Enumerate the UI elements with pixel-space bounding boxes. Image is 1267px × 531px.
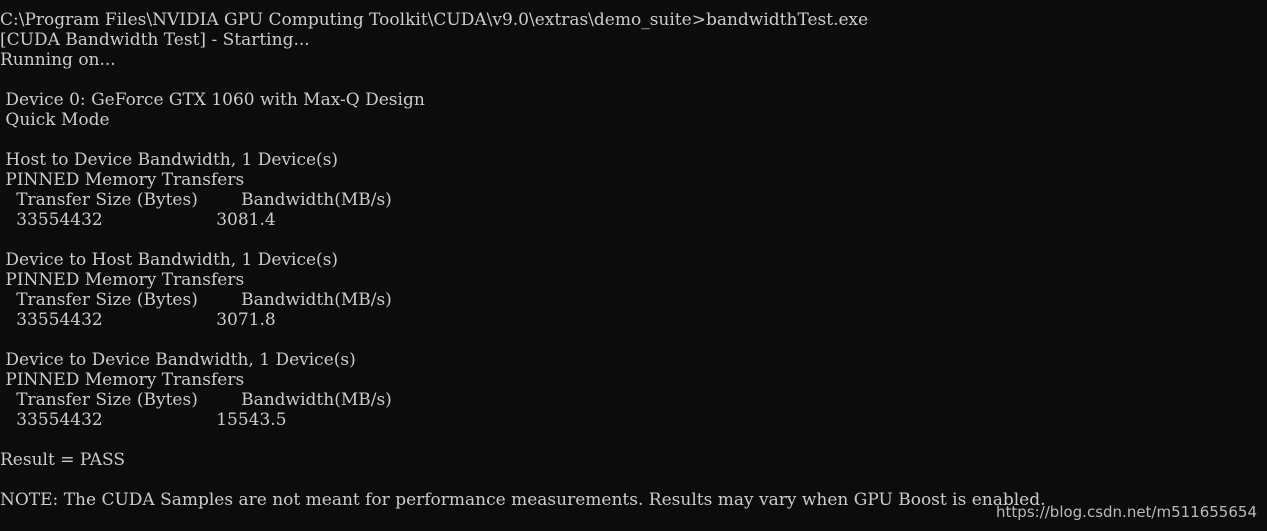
output-line-running-on: Running on... [0,50,116,70]
blank-line [0,130,1267,150]
table-header: Transfer Size (Bytes) Bandwidth(MB/s) [0,390,392,410]
console-output: C:\Program Files\NVIDIA GPU Computing To… [0,10,1267,510]
table-row: 33554432 3081.4 [0,210,276,230]
table-row: 33554432 3071.8 [0,310,276,330]
result-line: Result = PASS [0,450,126,470]
section-title-device-to-device: Device to Device Bandwidth, 1 Device(s) [0,350,356,370]
output-line-mode: Quick Mode [0,110,110,130]
blank-line [0,330,1267,350]
output-line-starting: [CUDA Bandwidth Test] - Starting... [0,30,310,50]
section-subtitle-pinned: PINNED Memory Transfers [0,370,245,390]
output-line-device-name: Device 0: GeForce GTX 1060 with Max-Q De… [0,90,425,110]
blank-line [0,230,1267,250]
watermark: https://blog.csdn.net/m511655654 [996,503,1257,521]
table-row: 33554432 15543.5 [0,410,287,430]
section-title-host-to-device: Host to Device Bandwidth, 1 Device(s) [0,150,339,170]
command-line: C:\Program Files\NVIDIA GPU Computing To… [0,10,869,30]
blank-line [0,70,1267,90]
section-subtitle-pinned: PINNED Memory Transfers [0,270,245,290]
blank-line [0,470,1267,490]
table-header: Transfer Size (Bytes) Bandwidth(MB/s) [0,290,392,310]
blank-line [0,430,1267,450]
section-title-device-to-host: Device to Host Bandwidth, 1 Device(s) [0,250,339,270]
section-subtitle-pinned: PINNED Memory Transfers [0,170,245,190]
table-header: Transfer Size (Bytes) Bandwidth(MB/s) [0,190,392,210]
note-line: NOTE: The CUDA Samples are not meant for… [0,490,1046,510]
